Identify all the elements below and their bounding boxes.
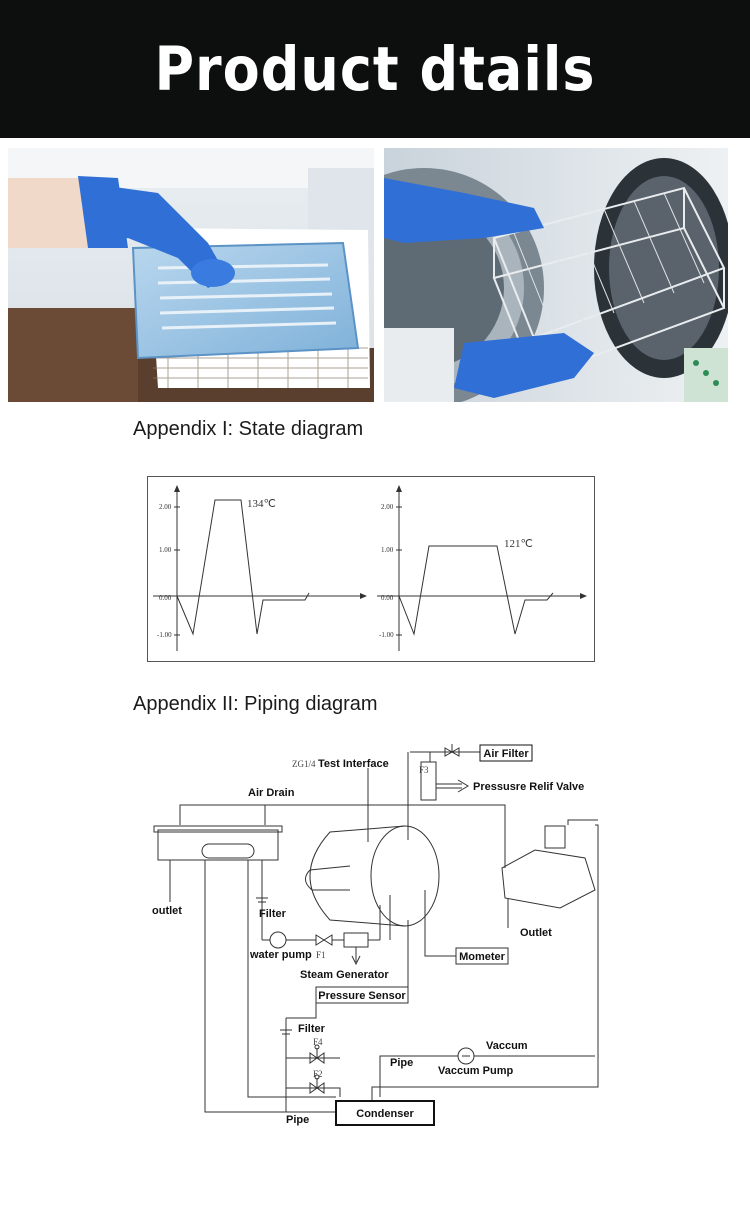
label-air-drain: Air Drain (248, 787, 295, 799)
label-f1: F1 (316, 950, 326, 960)
peak-label: 121℃ (504, 538, 533, 550)
photo-autoclave-rack (384, 148, 728, 402)
label-test-interface-prefix: ZG1/4 (292, 759, 316, 769)
header-banner: Product dtails (0, 0, 750, 138)
state-chart-121: 2.00 1.00 0.00 -1.00 121℃ (377, 485, 587, 651)
page-title: Product dtails (154, 34, 596, 105)
tick-label: 0.00 (159, 594, 172, 602)
label-f4: F4 (313, 1037, 323, 1047)
piping-diagram: Condenser Air Filter Mometer Pressure Se… (140, 740, 610, 1130)
label-filter-bottom: Filter (298, 1023, 326, 1035)
label-air-filter: Air Filter (483, 748, 529, 760)
label-outlet-right: Outlet (520, 927, 552, 939)
label-vaccum: Vaccum (486, 1040, 528, 1052)
label-vaccum-pump: Vaccum Pump (438, 1065, 513, 1077)
tick-label: 2.00 (159, 503, 172, 511)
label-filter-top: Filter (259, 908, 287, 920)
label-pipe-bottom: Pipe (286, 1114, 309, 1126)
label-relief-valve: Pressusre Relif Valve (473, 781, 584, 793)
appendix-state-title: Appendix I: State diagram (133, 418, 364, 440)
tick-label: -1.00 (157, 631, 172, 639)
label-f3: F3 (419, 765, 429, 775)
appendix-piping-title: Appendix II: Piping diagram (133, 693, 378, 715)
tick-label: 0.00 (381, 594, 394, 602)
tick-label: 1.00 (159, 546, 172, 554)
label-outlet-left: outlet (152, 905, 182, 917)
label-steam-generator: Steam Generator (300, 969, 389, 981)
label-pressure-sensor: Pressure Sensor (318, 990, 406, 1002)
photo-sterilization-pouch (8, 148, 374, 402)
state-chart-134: 2.00 1.00 0.00 -1.00 134℃ (153, 485, 367, 651)
label-mometer: Mometer (459, 951, 506, 963)
tick-label: 1.00 (381, 546, 394, 554)
label-water-pump: water pump (249, 949, 312, 961)
label-test-interface: Test Interface (318, 758, 389, 770)
label-condenser: Condenser (356, 1108, 414, 1120)
tick-label: 2.00 (381, 503, 394, 511)
tick-label: -1.00 (379, 631, 394, 639)
state-diagram: 2.00 1.00 0.00 -1.00 134℃ 2.00 1.00 0.00… (147, 476, 595, 662)
label-f2: F2 (313, 1069, 323, 1079)
peak-label: 134℃ (247, 498, 276, 510)
label-pipe-mid: Pipe (390, 1057, 413, 1069)
